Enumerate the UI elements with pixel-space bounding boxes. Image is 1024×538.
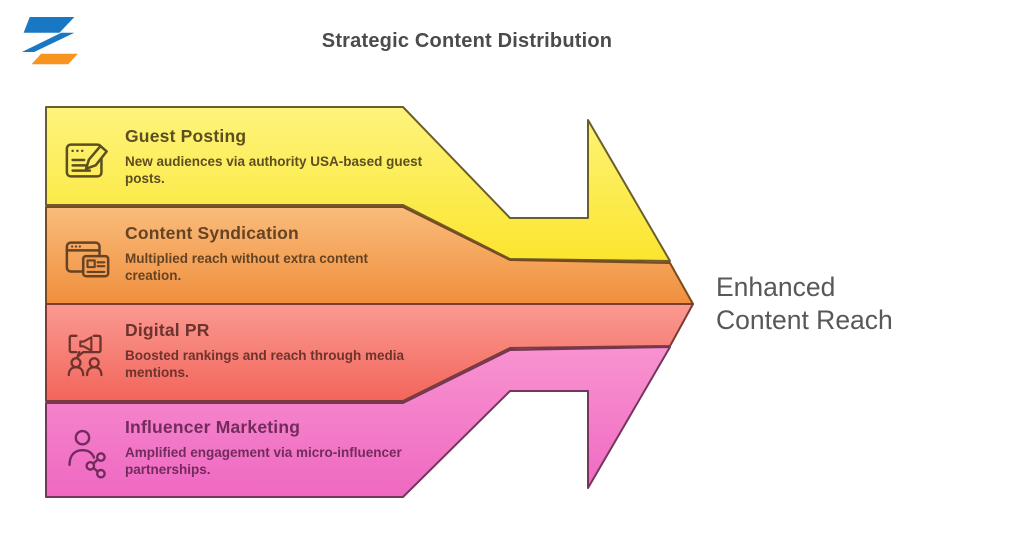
step-guest-posting: Guest Posting New audiences via authorit… bbox=[64, 126, 424, 189]
band-guest-posting bbox=[45, 106, 671, 262]
media-mentions-people-icon bbox=[67, 334, 103, 377]
step-description: Boosted rankings and reach through media… bbox=[125, 348, 405, 380]
step-description: Amplified engagement via micro-influence… bbox=[125, 445, 402, 477]
document-pencil-icon bbox=[65, 143, 108, 178]
step-digital-pr: Digital PR Boosted rankings and reach th… bbox=[64, 320, 424, 383]
step-influencer-marketing: Influencer Marketing Amplified engagemen… bbox=[64, 417, 424, 480]
result-label: Enhanced Content Reach bbox=[716, 272, 893, 335]
band-digital-pr bbox=[45, 303, 694, 402]
page-title: Strategic Content Distribution bbox=[321, 30, 613, 52]
step-content-syndication: Content Syndication Multiplied reach wit… bbox=[64, 223, 424, 286]
browser-syndication-icon bbox=[65, 241, 110, 278]
logo-top-stroke bbox=[23, 17, 75, 33]
step-description: Multiplied reach without extra content c… bbox=[125, 251, 369, 283]
step-label: Influencer Marketing bbox=[125, 417, 301, 437]
step-label: Digital PR bbox=[125, 320, 210, 340]
band-influencer-marketing bbox=[45, 346, 671, 498]
step-description: New audiences via authority USA-based gu… bbox=[125, 154, 423, 186]
step-label: Content Syndication bbox=[125, 223, 299, 243]
logo-diagonal-stroke bbox=[21, 32, 75, 52]
logo-bottom-stroke bbox=[31, 53, 78, 65]
z-brand-logo bbox=[21, 17, 78, 65]
step-label: Guest Posting bbox=[125, 126, 247, 146]
influencer-share-icon bbox=[68, 429, 106, 479]
